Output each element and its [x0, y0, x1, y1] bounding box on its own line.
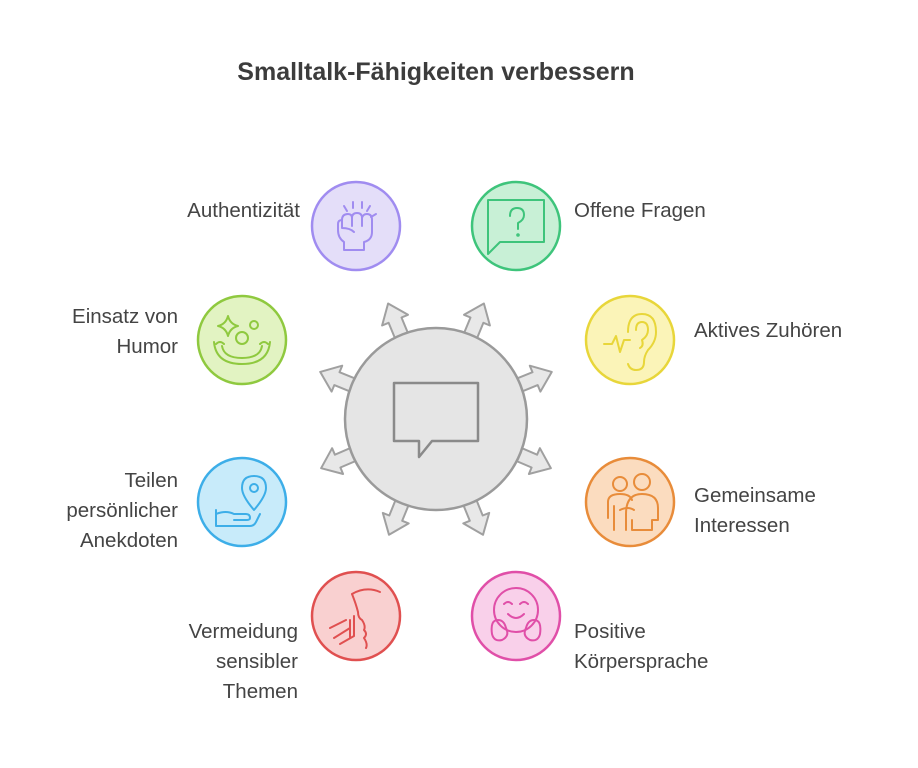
clown-face-icon: [213, 315, 271, 365]
page-title: Smalltalk-Fähigkeiten verbessern: [237, 58, 635, 86]
speech-bubble-icon: [392, 381, 480, 459]
location-hand-icon: [215, 475, 267, 527]
shush-face-icon: [329, 588, 381, 649]
label-offene-fragen: Offene Fragen: [574, 199, 706, 222]
label-authentizitaet: Authentizität: [187, 199, 300, 222]
question-speech-bubble-icon: [487, 199, 545, 255]
raised-fist-icon: [337, 201, 377, 251]
node-circle-1: [470, 180, 562, 272]
label-aktives-zuhoeren: Aktives Zuhören: [694, 319, 843, 342]
node-circle-0: [310, 180, 402, 272]
node-circle-4: [196, 456, 288, 548]
smiling-face-hands-icon: [490, 587, 542, 642]
node-circle-6: [310, 570, 402, 662]
people-pair-icon: [607, 473, 659, 531]
node-circle-2: [196, 294, 288, 386]
node-circle-7: [470, 570, 562, 662]
node-circle-5: [584, 456, 676, 548]
ear-icon: [603, 313, 657, 371]
center-hub: [343, 326, 529, 512]
